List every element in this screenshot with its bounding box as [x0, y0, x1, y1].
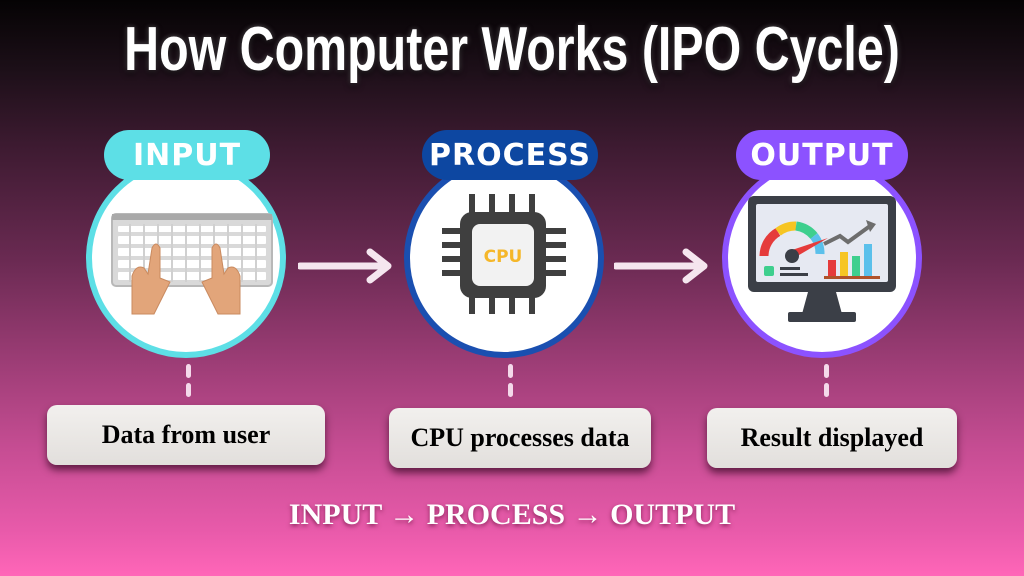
process-label: PROCESS [422, 130, 598, 180]
process-connector-2 [508, 383, 513, 397]
arrow-right-icon [298, 248, 392, 284]
output-label: OUTPUT [736, 130, 908, 180]
output-description: Result displayed [707, 408, 957, 468]
process-connector [508, 364, 513, 378]
monitor-dashboard-icon [748, 196, 896, 322]
process-description: CPU processes data [389, 408, 651, 468]
keyboard-hands-icon [111, 213, 273, 315]
input-circle [86, 158, 286, 358]
cpu-chip-text: CPU [484, 247, 523, 267]
input-connector [186, 364, 191, 378]
arrow-right-icon [614, 248, 708, 284]
cpu-chip-icon: CPU [442, 194, 566, 314]
output-connector [824, 364, 829, 378]
output-circle [722, 158, 922, 358]
input-connector-2 [186, 383, 191, 397]
flow-summary: INPUT → PROCESS → OUTPUT [288, 498, 736, 531]
page-title: How Computer Works (IPO Cycle) [124, 15, 900, 84]
input-description: Data from user [47, 405, 325, 465]
process-circle: CPU [404, 158, 604, 358]
input-label: INPUT [104, 130, 270, 180]
output-connector-2 [824, 383, 829, 397]
